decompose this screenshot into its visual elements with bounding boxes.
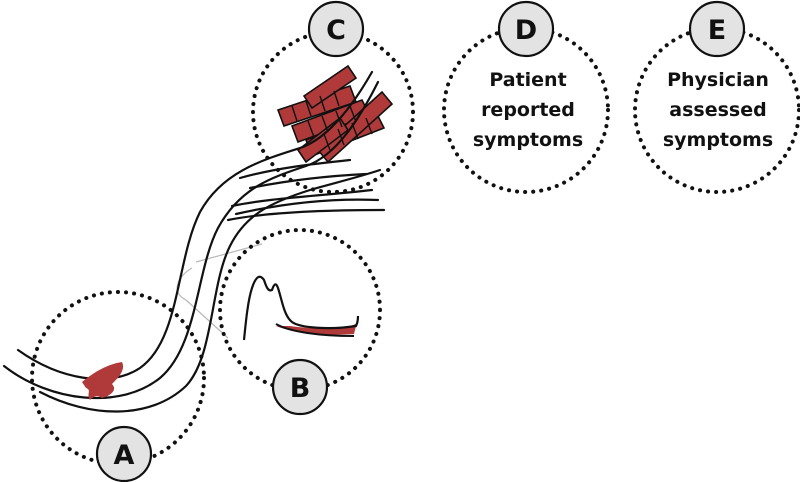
panel-a-label: A bbox=[114, 440, 135, 471]
panel-c-label: C bbox=[326, 15, 346, 46]
panel-b-dotted-circle bbox=[218, 228, 382, 392]
vessel-plaque-icon bbox=[82, 362, 124, 400]
panel-b-label: B bbox=[290, 373, 311, 404]
panel-e-badge: E bbox=[688, 0, 746, 58]
panel-e-label: E bbox=[708, 15, 726, 46]
panel-d-caption: Patient reported symptoms bbox=[473, 69, 583, 151]
panel-d-caption-line-2: reported bbox=[481, 99, 575, 121]
panel-c-badge: C bbox=[307, 0, 365, 58]
flow-curve-icon bbox=[242, 275, 360, 341]
panel-d-dotted-circle bbox=[442, 26, 610, 194]
panel-e-dotted-circle bbox=[633, 26, 800, 194]
panel-c-dotted-circle bbox=[251, 30, 415, 194]
panel-d-caption-line-3: symptoms bbox=[473, 129, 583, 151]
panel-e-caption-line-2: assessed bbox=[669, 99, 766, 121]
panel-e-caption-line-3: symptoms bbox=[663, 129, 773, 151]
panel-a-badge: A bbox=[95, 425, 153, 482]
panel-e-caption: Physician assessed symptoms bbox=[663, 69, 773, 151]
panel-d-caption-line-1: Patient bbox=[489, 69, 566, 91]
panel-e-caption-line-1: Physician bbox=[667, 69, 769, 91]
panel-b-badge: B bbox=[271, 358, 329, 416]
panel-a-dotted-circle bbox=[30, 290, 206, 466]
panel-d-label: D bbox=[515, 15, 537, 46]
panel-d-badge: D bbox=[497, 0, 555, 58]
